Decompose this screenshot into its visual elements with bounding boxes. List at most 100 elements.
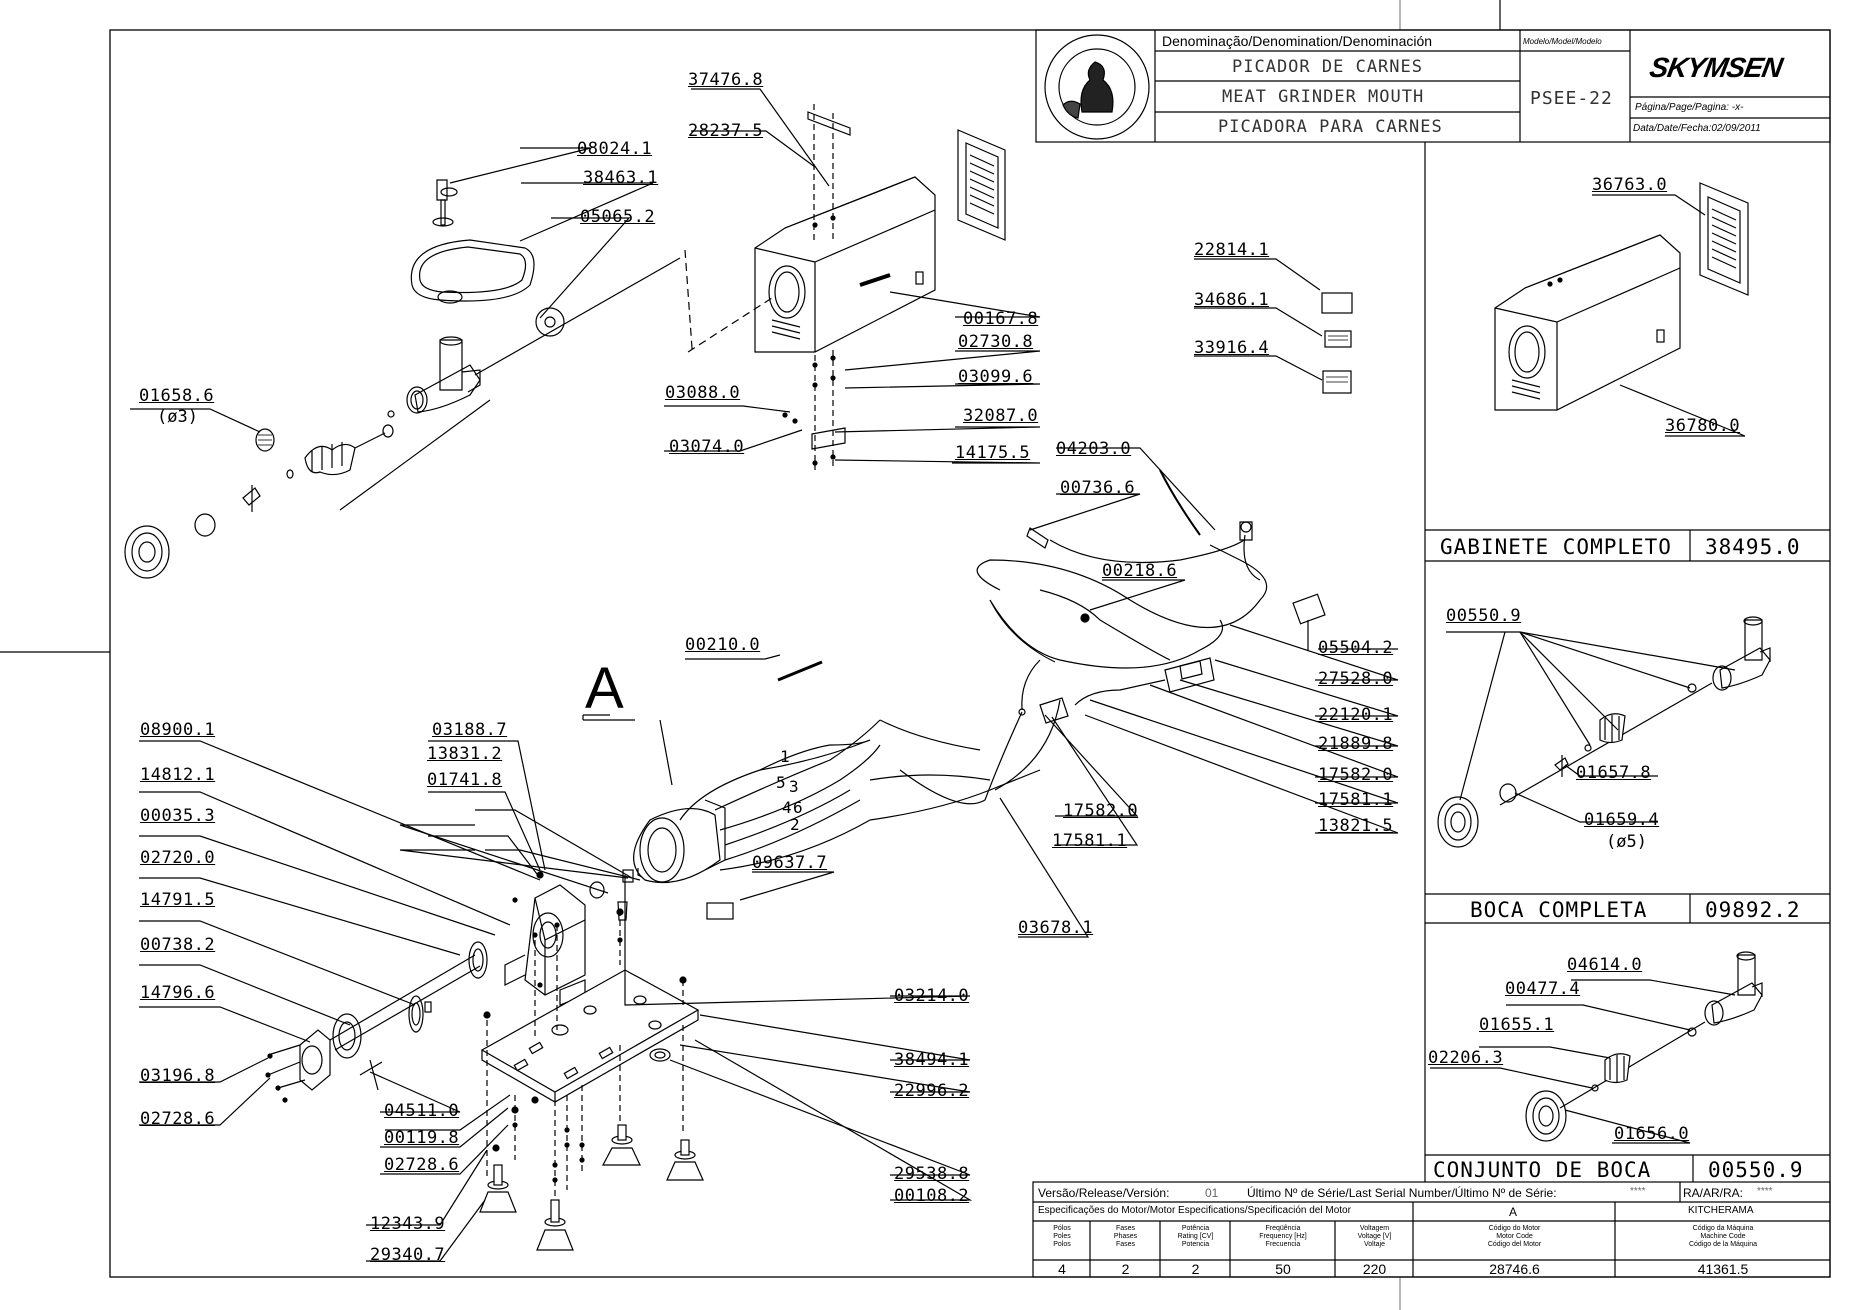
part-label: 17582.0 bbox=[1063, 801, 1139, 821]
part-label: 29538.8 bbox=[894, 1164, 970, 1184]
part-label: 03099.6 bbox=[958, 367, 1034, 387]
assembly-code: 00550.9 bbox=[1708, 1158, 1804, 1182]
machine-name: KITCHERAMA bbox=[1688, 1205, 1754, 1216]
part-label: 05504.2 bbox=[1318, 638, 1394, 658]
col-header-machine-code: Código da Máquina Machine Code Código de… bbox=[1688, 1225, 1758, 1248]
part-label: 13821.5 bbox=[1318, 816, 1394, 836]
part-label: 00550.9 bbox=[1446, 606, 1522, 626]
page-label: Página/Page/Pagina: -x- bbox=[1635, 102, 1744, 113]
part-label: 00167.8 bbox=[963, 309, 1039, 329]
part-label: 28237.5 bbox=[688, 121, 764, 141]
part-label: 13831.2 bbox=[427, 744, 503, 764]
part-label: 01655.1 bbox=[1479, 1015, 1555, 1035]
mouth-name: BOCA COMPLETA bbox=[1470, 898, 1648, 922]
part-label: 37476.8 bbox=[688, 70, 764, 90]
part-label: 02728.6 bbox=[384, 1155, 460, 1175]
part-label: 01658.6 bbox=[139, 386, 215, 406]
cabinet-name: GABINETE COMPLETO bbox=[1440, 535, 1672, 559]
assembly-name: CONJUNTO DE BOCA bbox=[1433, 1158, 1652, 1182]
version-value: 01 bbox=[1205, 1186, 1219, 1200]
part-label: 00119.8 bbox=[384, 1128, 460, 1148]
motor-letter-cell: A bbox=[1509, 1205, 1518, 1219]
part-label: 00108.2 bbox=[894, 1186, 970, 1206]
diameter-note: (ø5) bbox=[1606, 832, 1647, 852]
part-label: 03678.1 bbox=[1018, 918, 1094, 938]
brand-logo: SKYMSEN bbox=[1647, 52, 1785, 83]
wire-number: 6 bbox=[793, 798, 803, 817]
part-label: 04203.0 bbox=[1056, 439, 1132, 459]
wire-number: 1 bbox=[780, 747, 790, 766]
part-label: 01657.8 bbox=[1576, 763, 1652, 783]
serial-value: **** bbox=[1630, 1186, 1646, 1197]
ra-value: **** bbox=[1757, 1186, 1773, 1197]
value-rating: 2 bbox=[1191, 1261, 1200, 1277]
part-label: 14796.6 bbox=[140, 983, 216, 1003]
part-label: 04511.0 bbox=[384, 1101, 460, 1121]
diameter-note: (ø3) bbox=[157, 407, 198, 427]
part-label: 04614.0 bbox=[1567, 955, 1643, 975]
part-label: 02720.0 bbox=[140, 848, 216, 868]
col-header-motor-code: Código do Motor Motor Code Código del Mo… bbox=[1487, 1225, 1542, 1248]
part-label: 00218.6 bbox=[1102, 561, 1178, 581]
col-header-frequency: Freqüência Frequency [Hz] Frecuencia bbox=[1259, 1225, 1307, 1248]
part-label: 01659.4 bbox=[1584, 810, 1660, 830]
product-name-en: MEAT GRINDER MOUTH bbox=[1222, 87, 1425, 107]
part-label: 02730.8 bbox=[958, 332, 1034, 352]
part-label: 03088.0 bbox=[665, 383, 741, 403]
value-poles: 4 bbox=[1058, 1261, 1066, 1277]
wire-number: 4 bbox=[782, 798, 792, 817]
part-label: 00035.3 bbox=[140, 806, 216, 826]
part-label: 17581.1 bbox=[1318, 790, 1394, 810]
product-name-es: PICADORA PARA CARNES bbox=[1218, 117, 1443, 137]
model-header: Modelo/Model/Modelo bbox=[1523, 37, 1602, 46]
part-label: 09637.7 bbox=[752, 853, 828, 873]
part-label: 14791.5 bbox=[140, 890, 216, 910]
mouth-code: 09892.2 bbox=[1705, 898, 1801, 922]
part-label: 03074.0 bbox=[669, 437, 745, 457]
part-label: 36763.0 bbox=[1592, 175, 1668, 195]
part-label: 03188.7 bbox=[432, 720, 508, 740]
value-machine-code: 41361.5 bbox=[1697, 1261, 1749, 1277]
part-label: 02728.6 bbox=[140, 1109, 216, 1129]
cabinet-code: 38495.0 bbox=[1705, 535, 1801, 559]
part-label: 08024.1 bbox=[577, 139, 653, 159]
part-label: 38463.1 bbox=[583, 168, 659, 188]
value-phases: 2 bbox=[1121, 1261, 1130, 1277]
part-label: 22996.2 bbox=[894, 1081, 970, 1101]
part-label: 05065.2 bbox=[580, 207, 656, 227]
part-label: 17581.1 bbox=[1052, 831, 1128, 851]
part-label: 03196.8 bbox=[140, 1066, 216, 1086]
part-label: 00210.0 bbox=[685, 635, 761, 655]
ra-label: RA/AR/RA: bbox=[1683, 1186, 1744, 1200]
part-label: 27528.0 bbox=[1318, 669, 1394, 689]
part-label: 33916.4 bbox=[1194, 338, 1270, 358]
date-label: Data/Date/Fecha:02/09/2011 bbox=[1633, 123, 1761, 134]
wire-number: 3 bbox=[789, 777, 799, 796]
denomination-header: Denominação/Denomination/Denominación bbox=[1162, 33, 1433, 49]
col-header-rating: Potência Rating [CV] Potencia bbox=[1177, 1225, 1214, 1248]
col-header-phases: Fases Phases Fases bbox=[1113, 1225, 1138, 1248]
value-motor-code: 28746.6 bbox=[1489, 1261, 1540, 1277]
part-label: 03214.0 bbox=[894, 986, 970, 1006]
col-header-voltage: Voltagem Voltage [V] Voltaje bbox=[1357, 1225, 1392, 1248]
part-label: 14175.5 bbox=[955, 443, 1031, 463]
part-label: 08900.1 bbox=[140, 720, 216, 740]
part-label: 22814.1 bbox=[1194, 240, 1270, 260]
part-label: 01656.0 bbox=[1614, 1124, 1690, 1144]
version-label: Versão/Release/Versión: bbox=[1038, 1186, 1170, 1200]
value-voltage: 220 bbox=[1362, 1261, 1387, 1277]
motor-letter: A bbox=[585, 656, 624, 721]
part-label: 00736.6 bbox=[1060, 478, 1136, 498]
product-name-pt: PICADOR DE CARNES bbox=[1232, 57, 1423, 77]
value-frequency: 50 bbox=[1275, 1261, 1291, 1277]
part-label: 32087.0 bbox=[963, 406, 1039, 426]
part-label: 01741.8 bbox=[427, 770, 503, 790]
part-label: 22120.1 bbox=[1318, 705, 1394, 725]
part-label: 36780.0 bbox=[1665, 416, 1741, 436]
wire-number: 5 bbox=[776, 773, 786, 792]
col-header-poles: Pólos Poles Polos bbox=[1053, 1225, 1071, 1248]
part-label: 38494.1 bbox=[894, 1050, 970, 1070]
part-label: 29340.7 bbox=[370, 1245, 446, 1265]
